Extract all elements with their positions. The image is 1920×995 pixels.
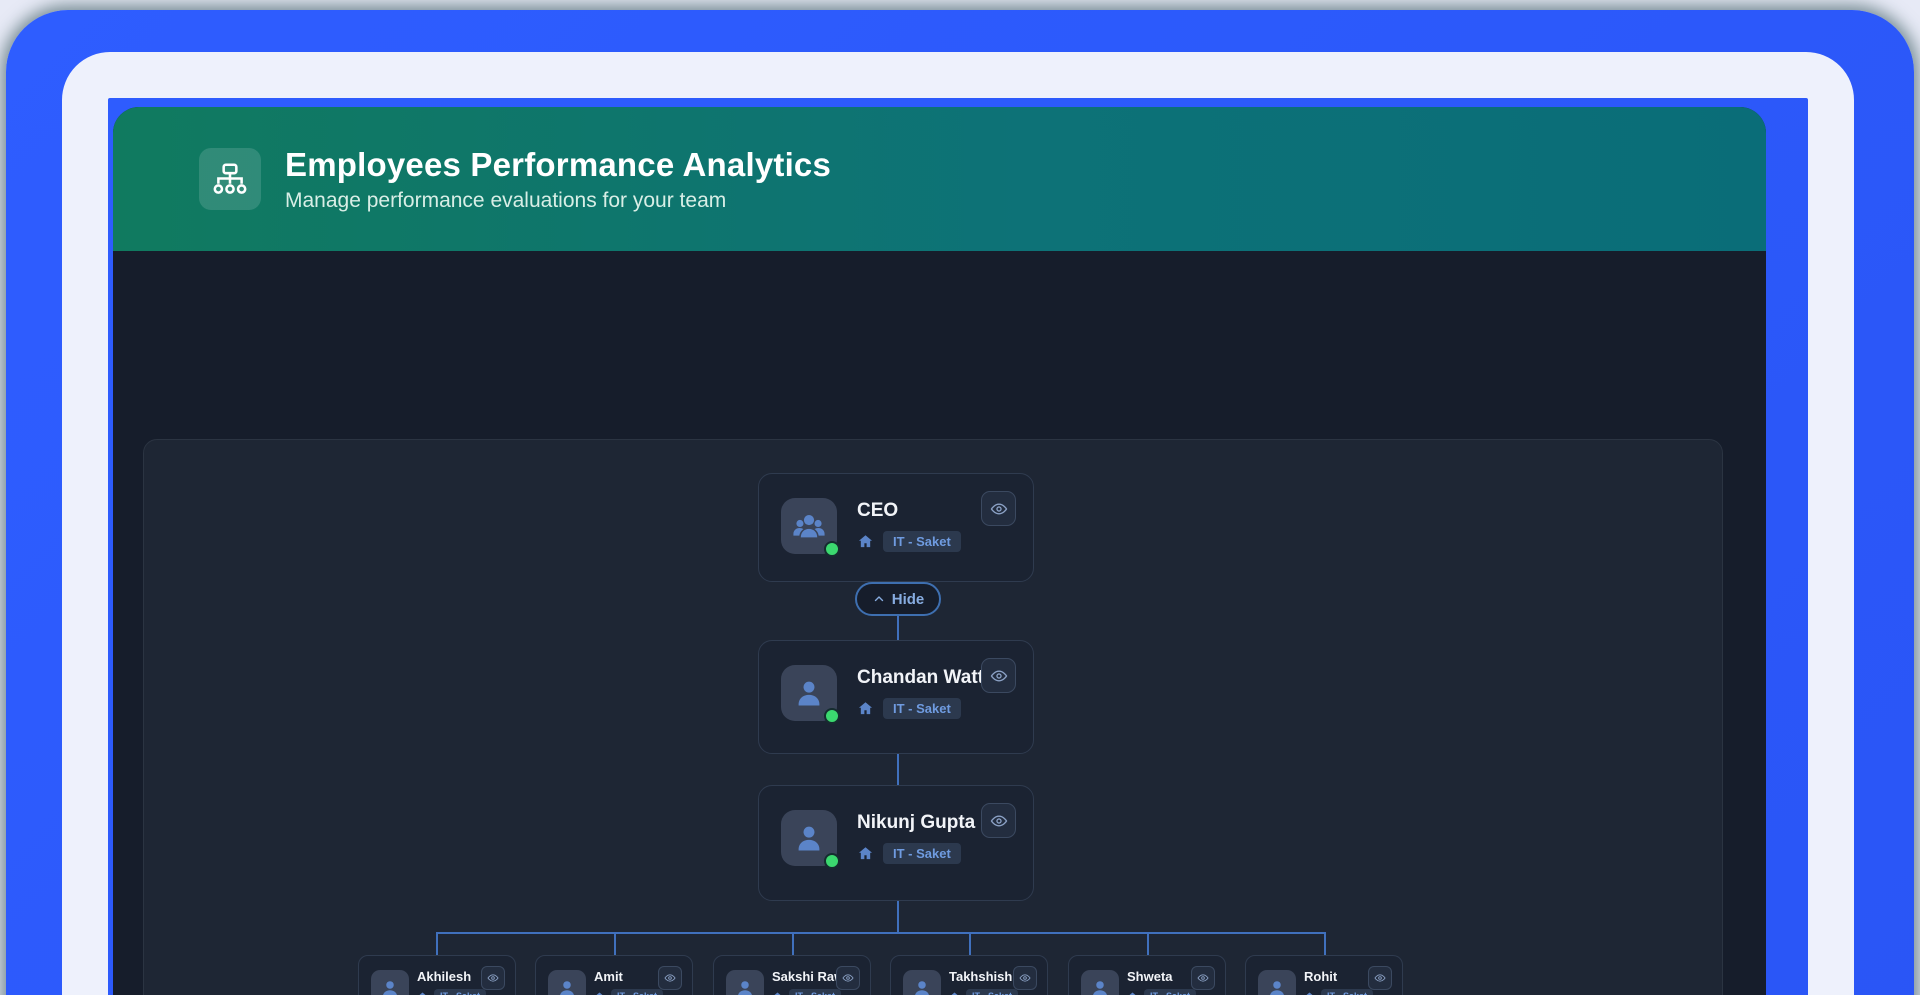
eye-icon xyxy=(487,974,499,982)
view-details-button[interactable] xyxy=(981,491,1016,526)
department-badge: IT - Saket xyxy=(883,698,961,719)
decorative-white-ring xyxy=(62,52,1854,995)
view-details-button[interactable] xyxy=(1368,966,1392,990)
person-icon xyxy=(371,970,409,995)
department-badge: IT - Saket xyxy=(883,843,961,864)
department-badge: IT - Saket xyxy=(434,989,487,995)
view-details-button[interactable] xyxy=(1013,966,1037,990)
employee-name: Akhilesh xyxy=(417,969,472,984)
connector-drop-4 xyxy=(969,932,971,955)
hide-button-label: Hide xyxy=(891,590,925,608)
home-icon xyxy=(773,991,782,995)
employee-meta-row: IT - Saket xyxy=(857,843,961,864)
connector-drop-6 xyxy=(1324,932,1326,955)
org-chart-canvas: CEO IT - Saket Hide xyxy=(143,439,1723,995)
eye-icon xyxy=(664,974,676,982)
home-icon xyxy=(418,991,427,995)
eye-icon xyxy=(990,815,1007,826)
org-node-member[interactable]: Rohit IT - Saket xyxy=(1245,955,1403,995)
department-badge: IT - Saket xyxy=(1144,989,1197,995)
view-details-button[interactable] xyxy=(836,966,860,990)
view-details-button[interactable] xyxy=(658,966,682,990)
employee-meta-row: IT - Saket xyxy=(857,531,961,552)
team-icon xyxy=(781,498,840,557)
home-icon xyxy=(858,847,873,860)
eye-icon xyxy=(990,503,1007,514)
app-window: Employees Performance Analytics Manage p… xyxy=(113,107,1766,995)
employee-meta-row: IT - Saket xyxy=(1127,989,1197,995)
department-badge: IT - Saket xyxy=(883,531,961,552)
view-details-button[interactable] xyxy=(981,803,1016,838)
employee-meta-row: IT - Saket xyxy=(772,989,842,995)
eye-icon xyxy=(990,670,1007,681)
employee-name: Nikunj Gupta xyxy=(857,812,976,833)
online-status-dot xyxy=(824,708,840,724)
employee-name: Rohit xyxy=(1304,969,1338,984)
hide-children-button[interactable]: Hide xyxy=(855,582,941,616)
person-icon xyxy=(1081,970,1119,995)
page-subtitle: Manage performance evaluations for your … xyxy=(285,188,727,212)
connector-drop-2 xyxy=(614,932,616,955)
connector-drop-5 xyxy=(1147,932,1149,955)
header-titles: Employees Performance Analytics Manage p… xyxy=(285,146,831,213)
home-icon xyxy=(595,991,604,995)
page-title: Employees Performance Analytics xyxy=(285,145,832,183)
org-node-member[interactable]: Akhilesh IT - Saket xyxy=(358,955,516,995)
employee-name: Sakshi Rawat xyxy=(772,969,856,984)
person-icon xyxy=(548,970,586,995)
online-status-dot xyxy=(824,541,840,557)
connector-pill-to-manager xyxy=(897,614,899,640)
person-icon xyxy=(903,970,941,995)
employee-meta-row: IT - Saket xyxy=(417,989,487,995)
department-badge: IT - Saket xyxy=(789,989,842,995)
connector-drop-3 xyxy=(792,932,794,955)
org-node-manager[interactable]: Chandan Watts IT - Saket xyxy=(758,640,1034,754)
department-badge: IT - Saket xyxy=(1321,989,1374,995)
employee-name: Amit xyxy=(594,969,623,984)
connector-lead-to-bus xyxy=(897,901,899,932)
org-node-member[interactable]: Sakshi Rawat IT - Saket xyxy=(713,955,871,995)
person-icon xyxy=(1258,970,1296,995)
person-icon xyxy=(781,665,840,724)
person-icon xyxy=(726,970,764,995)
connector-bus xyxy=(437,932,1326,934)
org-node-member[interactable]: Amit IT - Saket xyxy=(535,955,693,995)
app-header: Employees Performance Analytics Manage p… xyxy=(113,107,1766,251)
org-node-lead[interactable]: Nikunj Gupta IT - Saket xyxy=(758,785,1034,901)
department-badge: IT - Saket xyxy=(611,989,664,995)
employee-meta-row: IT - Saket xyxy=(1304,989,1374,995)
online-status-dot xyxy=(824,853,840,869)
employee-name: Chandan Watts xyxy=(857,667,995,688)
employee-meta-row: IT - Saket xyxy=(594,989,664,995)
connector-drop-1 xyxy=(436,932,438,955)
home-icon xyxy=(858,535,873,548)
employee-meta-row: IT - Saket xyxy=(949,989,1019,995)
home-icon xyxy=(950,991,959,995)
eye-icon xyxy=(842,974,854,982)
connector-manager-to-lead xyxy=(897,754,899,785)
employee-name: Shweta xyxy=(1127,969,1173,984)
view-details-button[interactable] xyxy=(481,966,505,990)
view-details-button[interactable] xyxy=(981,658,1016,693)
eye-icon xyxy=(1197,974,1209,982)
home-icon xyxy=(858,702,873,715)
org-node-member[interactable]: Shweta IT - Saket xyxy=(1068,955,1226,995)
home-icon xyxy=(1128,991,1137,995)
eye-icon xyxy=(1374,974,1386,982)
employee-name: CEO xyxy=(857,500,899,521)
org-node-ceo[interactable]: CEO IT - Saket xyxy=(758,473,1034,582)
home-icon xyxy=(1305,991,1314,995)
chevron-up-icon xyxy=(874,596,883,602)
org-chart-icon xyxy=(199,148,261,210)
person-icon xyxy=(781,810,840,869)
view-details-button[interactable] xyxy=(1191,966,1215,990)
org-node-member[interactable]: Takhshish IT - Saket xyxy=(890,955,1048,995)
app-body: CEO IT - Saket Hide xyxy=(113,251,1766,995)
employee-meta-row: IT - Saket xyxy=(857,698,961,719)
eye-icon xyxy=(1019,974,1031,982)
department-badge: IT - Saket xyxy=(966,989,1019,995)
employee-name: Takhshish xyxy=(949,969,1013,984)
